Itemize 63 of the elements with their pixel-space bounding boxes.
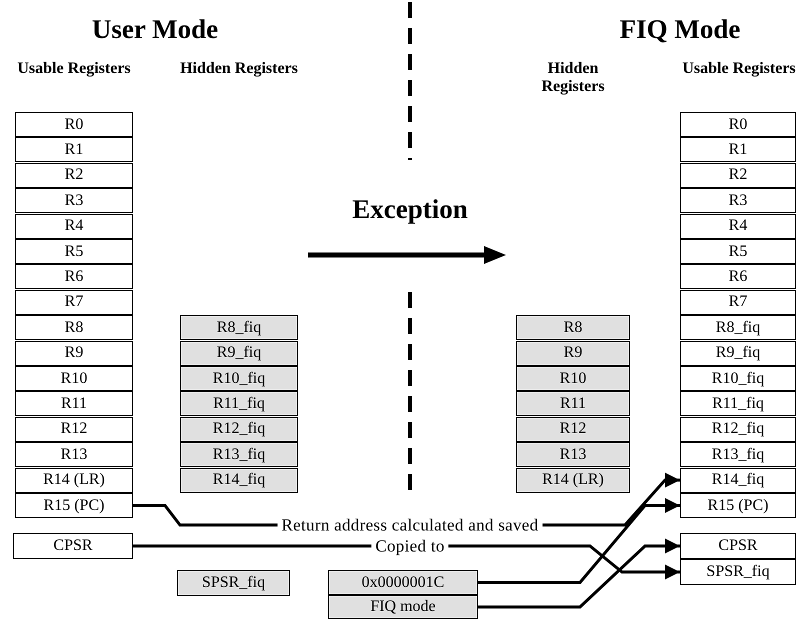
register-box: R15 (PC) bbox=[15, 493, 133, 518]
register-box: CPSR bbox=[680, 533, 796, 559]
register-box: FIQ mode bbox=[328, 595, 478, 619]
edge-label: Return address calculated and saved bbox=[278, 516, 542, 534]
register-box: CPSR bbox=[13, 533, 133, 559]
register-box: R14 (LR) bbox=[15, 468, 133, 493]
register-box: R11 bbox=[15, 391, 133, 416]
heading: User Mode bbox=[90, 14, 220, 46]
register-box: R1 bbox=[15, 137, 133, 162]
column-header: Usable Registers bbox=[16, 60, 132, 78]
column-header: Hidden Registers bbox=[180, 60, 298, 78]
register-box: R5 bbox=[680, 239, 796, 264]
register-box: R0 bbox=[15, 112, 133, 137]
register-box: R9_fiq bbox=[180, 340, 298, 366]
register-box: R12_fiq bbox=[680, 416, 796, 442]
register-box: R10 bbox=[15, 366, 133, 391]
register-box: R14_fiq bbox=[680, 468, 796, 493]
register-box: R14_fiq bbox=[180, 468, 298, 493]
register-box: R13 bbox=[15, 442, 133, 468]
register-box: R6 bbox=[15, 264, 133, 290]
register-box: R9 bbox=[516, 340, 630, 366]
register-box: R8 bbox=[516, 315, 630, 340]
register-box: R15 (PC) bbox=[680, 493, 796, 518]
register-box: R8_fiq bbox=[680, 315, 796, 340]
register-box: R2 bbox=[15, 162, 133, 188]
register-box: R10_fiq bbox=[180, 366, 298, 391]
register-box: R12 bbox=[516, 416, 630, 442]
register-box: R7 bbox=[15, 290, 133, 315]
register-box: R7 bbox=[680, 290, 796, 315]
register-box: R4 bbox=[15, 214, 133, 239]
register-box: R13_fiq bbox=[680, 442, 796, 468]
register-box: R2 bbox=[680, 162, 796, 188]
arrow bbox=[478, 538, 680, 608]
register-box: R12_fiq bbox=[180, 416, 298, 442]
register-box: R3 bbox=[15, 188, 133, 214]
register-box: SPSR_fiq bbox=[680, 559, 796, 585]
register-box: R3 bbox=[680, 188, 796, 214]
register-box: R11_fiq bbox=[180, 391, 298, 416]
register-box: R12 bbox=[15, 416, 133, 442]
register-box: R9 bbox=[15, 340, 133, 366]
register-box: R0 bbox=[680, 112, 796, 137]
register-box: R8_fiq bbox=[180, 315, 298, 340]
register-box: R11_fiq bbox=[680, 391, 796, 416]
register-box: R14 (LR) bbox=[516, 468, 630, 493]
register-box: R13_fiq bbox=[180, 442, 298, 468]
register-box: R5 bbox=[15, 239, 133, 264]
register-box: R11 bbox=[516, 391, 630, 416]
register-box: R8 bbox=[15, 315, 133, 340]
register-box: 0x0000001C bbox=[328, 570, 478, 595]
heading: Exception bbox=[351, 194, 469, 226]
register-box: SPSR_fiq bbox=[177, 570, 290, 596]
heading: FIQ Mode bbox=[618, 14, 742, 46]
column-header: Hidden Registers bbox=[540, 60, 606, 97]
register-box: R9_fiq bbox=[680, 340, 796, 366]
register-box: R13 bbox=[516, 442, 630, 468]
register-box: R1 bbox=[680, 137, 796, 162]
register-box: R4 bbox=[680, 214, 796, 239]
register-box: R10 bbox=[516, 366, 630, 391]
column-header: Usable Registers bbox=[681, 60, 797, 78]
register-box: R10_fiq bbox=[680, 366, 796, 391]
register-box: R6 bbox=[680, 264, 796, 290]
edge-label: Copied to bbox=[371, 538, 449, 554]
arrow bbox=[478, 498, 680, 584]
